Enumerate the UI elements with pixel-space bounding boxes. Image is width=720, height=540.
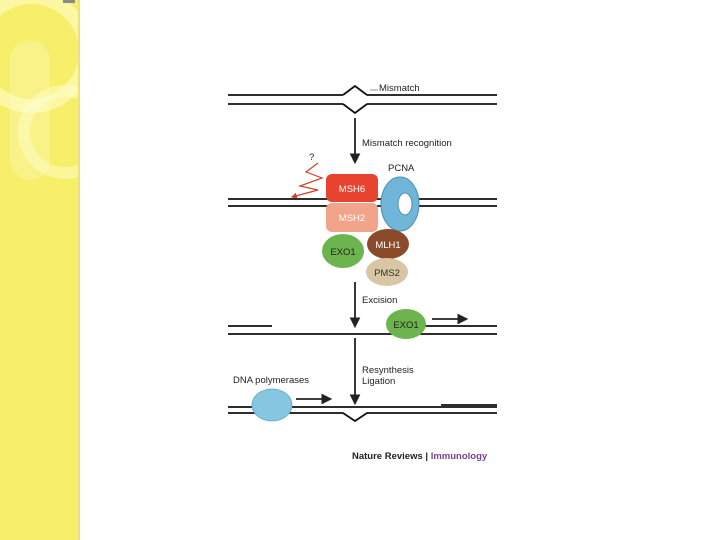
lightning-signal-icon (290, 162, 324, 199)
exo1-protein (322, 234, 364, 268)
ligation-label: Ligation (362, 376, 395, 387)
msh6-protein (326, 174, 378, 202)
exo1-excision-label: EXO1 (393, 320, 418, 331)
msh2-protein (326, 203, 378, 232)
slide-sidebar-decoration (0, 0, 80, 540)
credit-line: Nature Reviews | Immunology (352, 451, 488, 462)
mlh1-protein (367, 229, 409, 259)
pms2-protein (366, 258, 408, 286)
msh6-label: MSH6 (339, 184, 365, 195)
msh2-label: MSH2 (339, 213, 365, 224)
dna-strands-excision (228, 325, 497, 335)
dna-polymerase-protein (251, 388, 293, 422)
excision-label: Excision (362, 295, 397, 306)
credit-separator: | (425, 451, 428, 462)
sidebar-tick-mark (63, 0, 75, 3)
credit-journal: Nature Reviews (352, 451, 423, 462)
resynthesis-label: Resynthesis (362, 365, 414, 376)
pms2-label: PMS2 (374, 268, 400, 279)
dna-strands-mismatch (228, 84, 497, 115)
pcna-ring-hole (397, 192, 413, 216)
exo1-excision-protein (386, 309, 426, 339)
mlh1-label: MLH1 (375, 240, 400, 251)
mismatch-label: Mismatch (379, 83, 420, 94)
pcna-label: PCNA (388, 163, 415, 174)
credit-section: Immunology (431, 451, 488, 462)
dna-polymerases-label: DNA polymerases (233, 375, 309, 386)
mismatch-recognition-label: Mismatch recognition (362, 138, 452, 149)
exo1-label: EXO1 (330, 247, 355, 258)
question-mark-label: ? (309, 152, 314, 163)
